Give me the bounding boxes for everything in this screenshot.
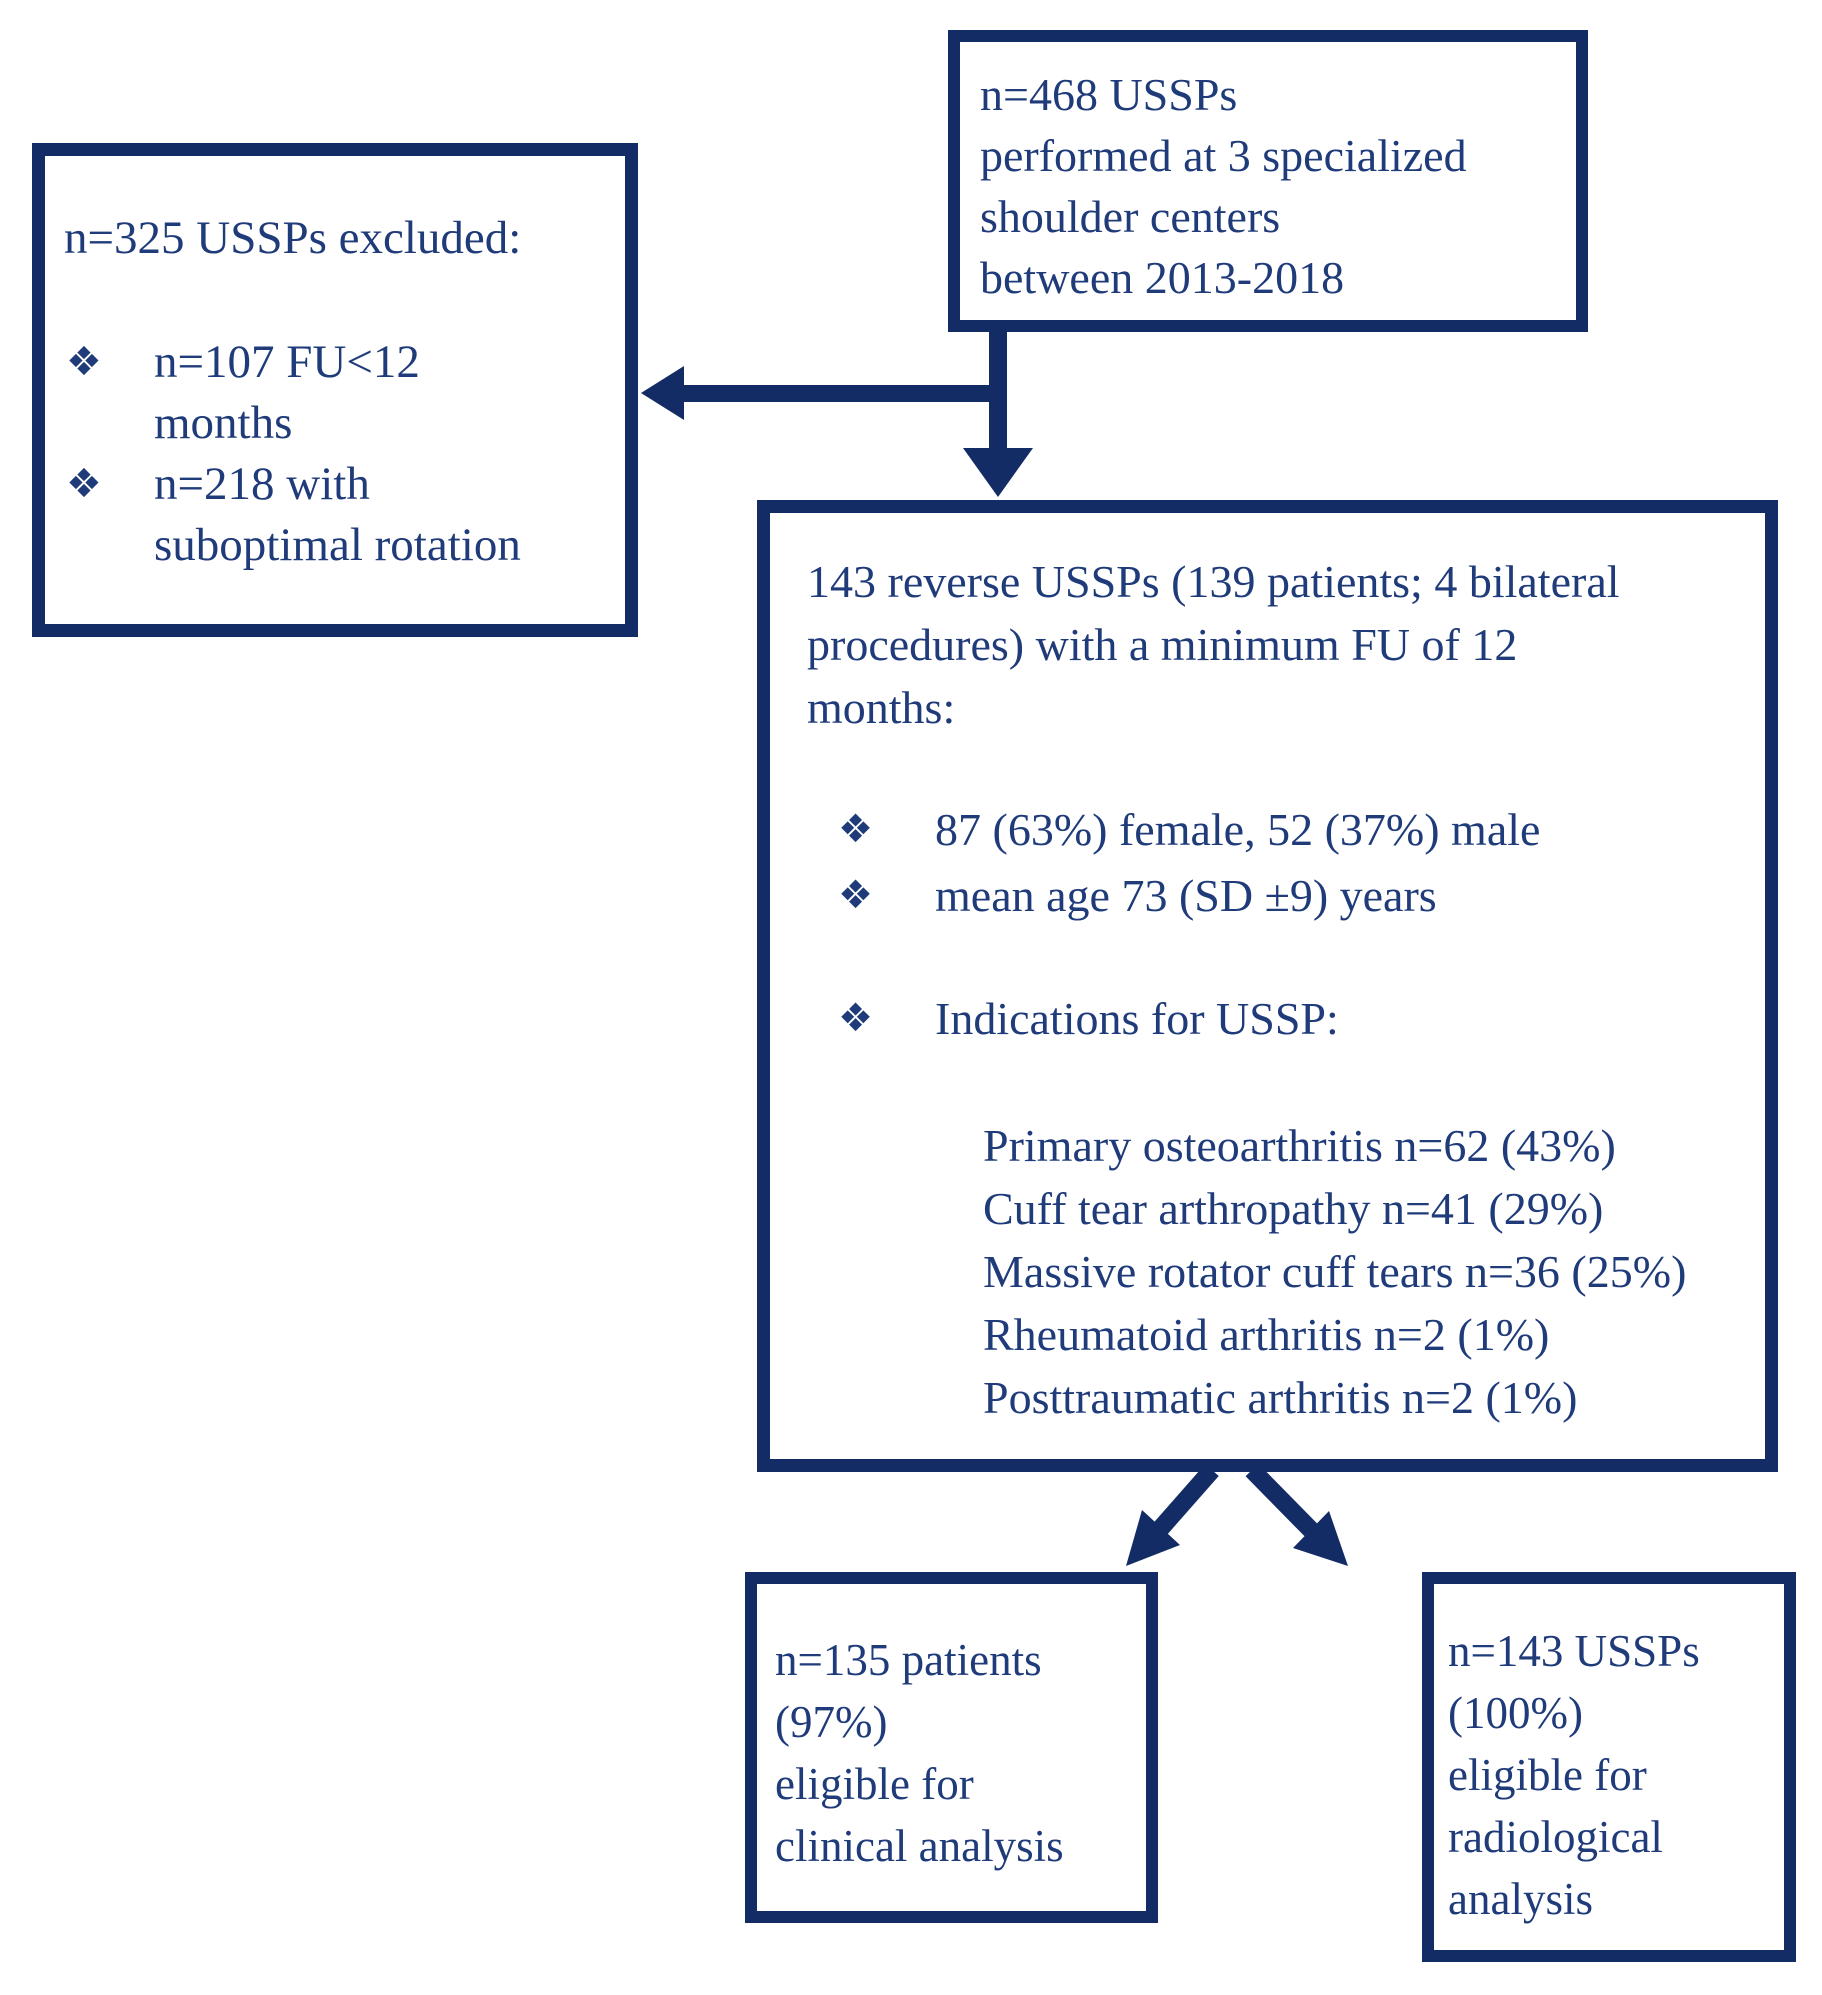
cohort-bullet-sex-text: 87 (63%) female, 52 (37%) male: [935, 804, 1541, 855]
arrow-cohort-to-clinical: [1126, 1464, 1219, 1566]
indication-1: Primary osteoarthritis n=62 (43%): [983, 1120, 1616, 1171]
radiological-line-5: analysis: [1448, 1874, 1593, 1924]
cohort-demographics: ❖ 87 (63%) female, 52 (37%) male ❖ mean …: [807, 797, 1745, 929]
excluded-item-1-text: n=107 FU<12 months: [154, 332, 420, 454]
clinical-line-1: n=135 patients: [775, 1635, 1042, 1685]
arrow-top-to-cohort: [963, 330, 1033, 497]
radiological-line-4: radiological: [1448, 1812, 1663, 1862]
indication-2: Cuff tear arthropathy n=41 (29%): [983, 1183, 1604, 1234]
excluded-item-1-line-1: n=107 FU<12: [154, 336, 420, 388]
excluded-item-2-line-2: suboptimal rotation: [154, 519, 521, 571]
radiological-analysis-box: n=143 USSPs (100%) eligible for radiolog…: [1422, 1572, 1796, 1962]
cohort-intro-line-2: procedures) with a minimum FU of 12: [807, 619, 1518, 670]
clinical-line-4: clinical analysis: [775, 1821, 1064, 1871]
excluded-item-2-text: n=218 with suboptimal rotation: [154, 454, 521, 576]
clinical-analysis-box: n=135 patients (97%) eligible for clinic…: [745, 1572, 1158, 1923]
indications-label: Indications for USSP:: [935, 993, 1339, 1044]
indication-4: Rheumatoid arthritis n=2 (1%): [983, 1309, 1550, 1360]
source-line-3: shoulder centers: [980, 191, 1281, 242]
clinical-line-3: eligible for: [775, 1759, 974, 1809]
excluded-title: n=325 USSPs excluded:: [64, 212, 522, 264]
cohort-intro: 143 reverse USSPs (139 patients; 4 bilat…: [807, 550, 1745, 739]
source-line-4: between 2013-2018: [980, 252, 1345, 303]
indication-list: Primary osteoarthritis n=62 (43%) Cuff t…: [807, 1114, 1745, 1429]
cohort-bullet-age: ❖ mean age 73 (SD ±9) years: [807, 863, 1745, 929]
source-box: n=468 USSPs performed at 3 specialized s…: [948, 30, 1588, 332]
indication-3: Massive rotator cuff tears n=36 (25%): [983, 1246, 1687, 1297]
cohort-bullet-sex: ❖ 87 (63%) female, 52 (37%) male: [807, 797, 1745, 863]
diamond-bullet-icon: ❖: [838, 996, 874, 1041]
cohort-box: 143 reverse USSPs (139 patients; 4 bilat…: [757, 500, 1778, 1472]
excluded-item-1: ❖ n=107 FU<12 months: [64, 332, 617, 454]
diamond-bullet-icon: ❖: [838, 807, 874, 852]
excluded-box: n=325 USSPs excluded: ❖ n=107 FU<12 mont…: [32, 143, 638, 637]
diamond-bullet-icon: ❖: [66, 461, 102, 507]
radiological-line-1: n=143 USSPs: [1448, 1626, 1700, 1676]
radiological-line-2: (100%): [1448, 1688, 1583, 1738]
cohort-intro-line-3: months:: [807, 682, 956, 733]
source-line-2: performed at 3 specialized: [980, 130, 1467, 181]
radiological-line-3: eligible for: [1448, 1750, 1647, 1800]
arrow-cohort-to-radiological: [1245, 1463, 1348, 1566]
diamond-bullet-icon: ❖: [66, 339, 102, 385]
excluded-item-2-line-1: n=218 with: [154, 458, 370, 510]
excluded-item-2: ❖ n=218 with suboptimal rotation: [64, 454, 617, 576]
cohort-intro-line-1: 143 reverse USSPs (139 patients; 4 bilat…: [807, 556, 1620, 607]
cohort-bullet-indications: ❖ Indications for USSP:: [807, 986, 1745, 1052]
clinical-line-2: (97%): [775, 1697, 888, 1747]
source-line-1: n=468 USSPs: [980, 69, 1238, 120]
arrow-to-excluded: [641, 366, 1007, 420]
cohort-bullet-age-text: mean age 73 (SD ±9) years: [935, 870, 1437, 921]
excluded-item-1-line-2: months: [154, 397, 293, 449]
diamond-bullet-icon: ❖: [838, 873, 874, 918]
indication-5: Posttraumatic arthritis n=2 (1%): [983, 1372, 1578, 1423]
